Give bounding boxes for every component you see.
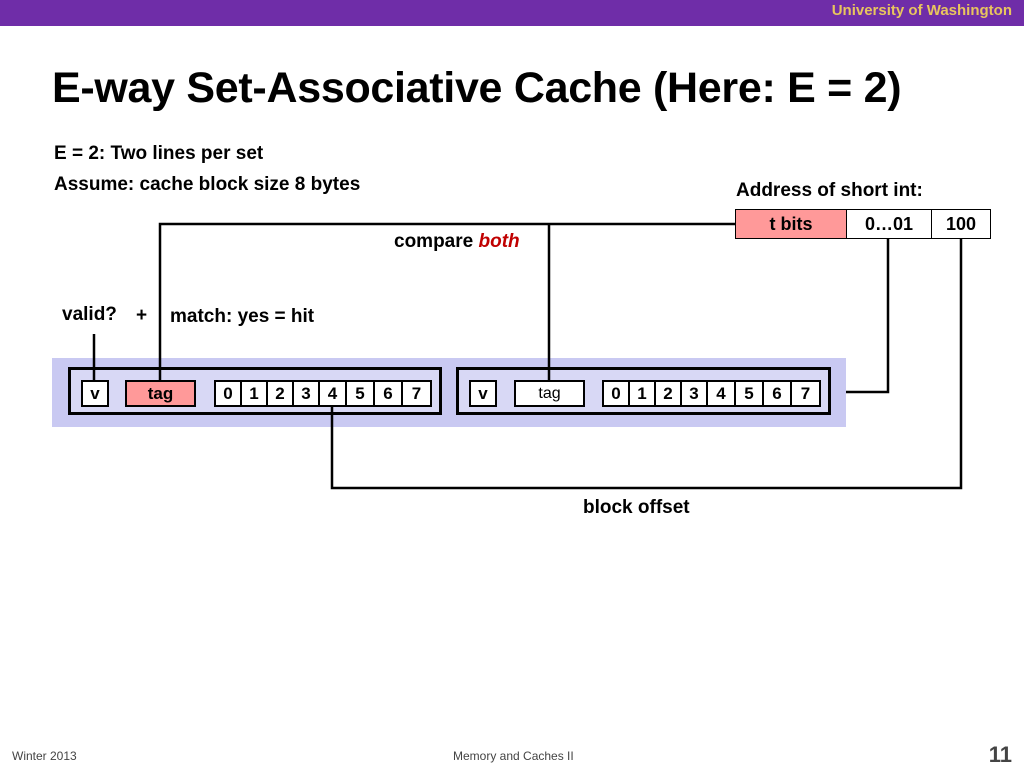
- address-block-offset-field: 100: [931, 209, 991, 239]
- line-1-byte-7: 7: [401, 380, 432, 407]
- match-label: match: yes = hit: [170, 306, 315, 327]
- valid-label: valid?: [62, 304, 117, 325]
- line-2-byte-1: 1: [628, 380, 656, 407]
- bullet-block-size: Assume: cache block size 8 bytes: [54, 174, 361, 195]
- line-2-tag: tag: [514, 380, 585, 407]
- footer-course: Winter 2013: [12, 749, 77, 763]
- page-number: 11: [988, 742, 1012, 767]
- block-offset-label: block offset: [583, 497, 690, 518]
- line-2-valid-bit: v: [469, 380, 497, 407]
- address-set-index-field: 0…01: [846, 209, 932, 239]
- address-label: Address of short int:: [736, 180, 923, 201]
- line-1-byte-3: 3: [292, 380, 320, 407]
- tag-compare-wire-line-1: [158, 222, 736, 380]
- set-index-wire: [846, 239, 890, 394]
- header-bar: University of Washington: [0, 0, 1024, 26]
- plus-label: +: [136, 305, 148, 326]
- line-1-valid-bit: v: [81, 380, 109, 407]
- address-tag-field: t bits: [735, 209, 847, 239]
- line-1-byte-0: 0: [214, 380, 242, 407]
- line-2-byte-7: 7: [790, 380, 821, 407]
- line-1-tag: tag: [125, 380, 196, 407]
- slide-title: E-way Set-Associative Cache (Here: E = 2…: [52, 64, 902, 112]
- compare-label: compare both: [394, 231, 520, 253]
- line-1-byte-4: 4: [318, 380, 347, 407]
- institution-name: University of Washington: [831, 2, 1012, 19]
- line-2-byte-3: 3: [680, 380, 708, 407]
- bullet-ways: E = 2: Two lines per set: [54, 143, 264, 164]
- compare-emphasis: both: [478, 231, 520, 252]
- block-offset-wire: [330, 239, 963, 490]
- footer-topic: Memory and Caches II: [453, 749, 574, 763]
- compare-text: compare: [394, 231, 479, 252]
- bullet-list: E = 2: Two lines per set Assume: cache b…: [54, 138, 360, 200]
